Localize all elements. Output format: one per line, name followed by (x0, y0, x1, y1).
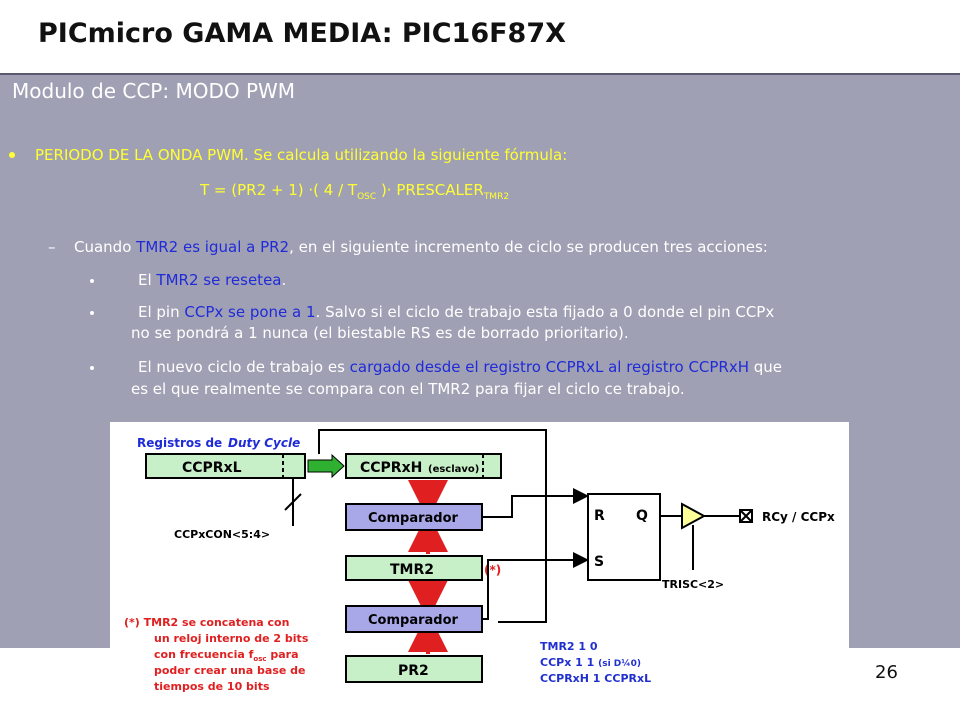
label-duty-cycle: Duty Cycle (228, 436, 300, 450)
note-line-3-sub: osc (253, 655, 266, 663)
comparador-2-label: Comparador (368, 613, 459, 628)
legend-line-1: TMR2 1 0 (540, 640, 598, 653)
ccprxh-box (345, 453, 502, 479)
action-3-t3: que (749, 358, 783, 376)
legend-line-2: CCPx 1 1 (si D¼0) (540, 656, 641, 669)
ccprxh-label: CCPRxH (360, 460, 422, 476)
action-bullet-2 (90, 311, 94, 315)
formula-sub-tmr2: TMR2 (483, 192, 510, 202)
note-line-3-a: con frecuencia f (154, 648, 254, 661)
page-number: 26 (875, 662, 898, 683)
action-2-line1: El pin CCPx se pone a 1. Salvo si el cic… (138, 301, 774, 323)
action-2-line2: no se pondrá a 1 nunca (el biestable RS … (131, 324, 629, 342)
pwm-block-diagram: Registros de Duty Cycle CCPRxL CCPRxH (e… (110, 422, 849, 720)
slide-title: PICmicro GAMA MEDIA: PIC16F87X (38, 18, 566, 49)
sub-item-dash: – (48, 238, 56, 256)
sub-item-highlight: TMR2 es igual a PR2 (136, 238, 290, 256)
action-bullet-3 (90, 366, 94, 370)
latch-r: R (594, 508, 605, 524)
note-line-1: (*) TMR2 se concatena con (124, 616, 289, 629)
output-buffer (681, 502, 707, 530)
formula: T = (PR2 + 1) ·( 4 / TOSC )· PRESCALERTM… (200, 179, 509, 208)
note-line-3-end: para (267, 648, 299, 661)
ccprxl-box (145, 453, 306, 479)
action-1-t3: . (281, 271, 287, 289)
action-3-line2: es el que realmente se compara con el TM… (131, 380, 685, 398)
sub-item-t3: , en el siguiente incremento de ciclo se… (289, 238, 768, 256)
label-registros: Registros de (137, 436, 222, 450)
action-3-line1: El nuevo ciclo de trabajo es cargado des… (138, 356, 782, 378)
output-pin-icon (739, 509, 753, 523)
esclavo-label: (esclavo) (428, 464, 479, 475)
formula-part1: T = (PR2 + 1) ·( 4 / T (200, 181, 358, 199)
sub-item-t1: Cuando (74, 238, 137, 256)
latch-s: S (594, 554, 604, 570)
note-line-2: un reloj interno de 2 bits (154, 632, 309, 645)
tmr2-box (345, 555, 483, 581)
note-line-4: poder crear una base de (154, 664, 306, 677)
legend-line-2-b: (si D¼0) (598, 658, 641, 669)
bullet-marker (9, 152, 15, 158)
action-2-t3: . Salvo si el ciclo de trabajo esta fija… (315, 303, 775, 321)
action-3-highlight: cargado desde el registro CCPRxL al regi… (349, 358, 750, 376)
action-bullet-1 (90, 279, 94, 283)
tmr2-asterisk: (*) (484, 563, 501, 577)
comparador-1-label: Comparador (368, 511, 459, 526)
action-3-t1: El nuevo ciclo de trabajo es (138, 358, 350, 376)
pwm-diagram-svg: Registros de Duty Cycle CCPRxL CCPRxH (e… (124, 429, 835, 693)
note-line-5: tiempos de 10 bits (154, 680, 270, 693)
comparador-1-box (345, 503, 483, 531)
note-line-3: con frecuencia fosc para (154, 648, 299, 663)
action-2-highlight: CCPx se pone a 1 (184, 303, 316, 321)
pr2-label: PR2 (398, 663, 429, 679)
output-label: RCy / CCPx (762, 510, 835, 524)
rs-latch (587, 493, 661, 581)
action-2-t1: El pin (138, 303, 185, 321)
legend-line-3: CCPRxH 1 CCPRxL (540, 672, 651, 685)
trisc-label: TRISC<2> (662, 578, 724, 591)
green-transfer-arrow (307, 453, 345, 479)
ccprxl-label: CCPRxL (182, 460, 242, 476)
sub-item-text: Cuando TMR2 es igual a PR2, en el siguie… (74, 236, 768, 258)
latch-q: Q (636, 508, 648, 524)
tmr2-label: TMR2 (390, 562, 434, 578)
action-1-highlight: TMR2 se resetea (156, 271, 282, 289)
pr2-box (345, 655, 483, 683)
action-1-t1: El (138, 271, 157, 289)
formula-sub-osc: OSC (357, 192, 377, 202)
section-subtitle: Modulo de CCP: MODO PWM (12, 79, 296, 103)
ccpxcon-label: CCPxCON<5:4> (174, 528, 270, 541)
formula-part2: )· PRESCALER (376, 181, 484, 199)
comparador-2-box (345, 605, 483, 633)
legend-line-2-a: CCPx 1 1 (540, 656, 598, 669)
action-1: El TMR2 se resetea. (138, 269, 286, 291)
bullet-period: PERIODO DE LA ONDA PWM. Se calcula utili… (35, 146, 568, 164)
